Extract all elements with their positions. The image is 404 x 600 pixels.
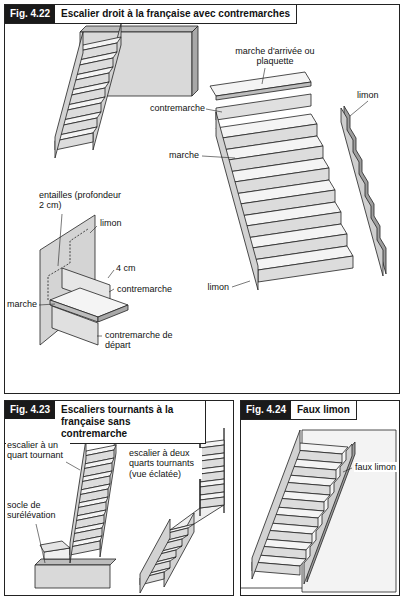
leader-line [350,101,368,116]
leader-line [232,281,250,287]
leader-line [90,226,97,233]
riser [258,256,353,282]
leader-line [58,214,62,266]
limon-board [216,112,258,290]
socle [35,565,110,588]
figure-number: Fig. 4.23 [5,401,55,419]
leader-line [262,68,265,84]
socle-top [35,559,116,565]
part-label: faux limon [354,462,397,472]
leader-lines [36,68,368,563]
landing-top [80,26,198,32]
floor-line [240,588,302,589]
static-parts [35,26,396,592]
winder-tread [40,541,70,552]
leader-line [343,468,352,472]
part-label: limon [356,90,380,100]
figure-panel: Fig. 4.23Escaliers tournants à la frança… [4,400,234,596]
part-label: limon [99,218,123,228]
part-label: marche [6,299,38,309]
part-label: 4 cm [115,263,137,273]
landing-side [192,26,198,96]
part-label: escalier à deux quarts tournants (vue éc… [128,448,202,479]
figure-title: Escaliers tournants à la française sans … [55,401,205,443]
part-label: marche d'arrivée ou plaquette [224,46,326,67]
part-label: contremarche [149,103,206,113]
leader-line [206,109,222,112]
limon-board [140,519,170,593]
leader-line [108,270,114,278]
figure-number: Fig. 4.24 [241,401,291,419]
part-label: contremarche de départ [104,330,186,351]
figure-panel: Fig. 4.24Faux limon [240,400,400,596]
figure-header: Fig. 4.22Escalier droit à la française a… [5,5,297,24]
quarter-landing [170,505,224,530]
leader-line [36,524,45,563]
part-label: limon [206,282,230,292]
tread-side [98,305,128,322]
figure-title: Faux limon [291,401,356,419]
limon-board [70,439,86,563]
leader-line [109,289,114,292]
figure-header: Fig. 4.23Escaliers tournants à la frança… [5,401,206,444]
start-riser [52,306,98,345]
stairs [55,24,386,593]
leader-line [66,462,80,470]
part-label: contremarche [116,284,173,294]
part-label: escalier à un quart tournant [6,440,70,461]
part-label: entailles (profondeur 2 cm) [38,190,125,211]
figure-header: Fig. 4.24Faux limon [241,401,357,420]
leader-line [39,304,55,305]
part-label: socle de surélévation [6,500,70,521]
leader-line [202,156,235,158]
figure-number: Fig. 4.22 [5,5,55,23]
leader-line [97,336,102,337]
limon-board [252,430,300,579]
part-label: marche [168,150,200,160]
riser [200,497,224,508]
riser [252,562,300,575]
limon-board [55,32,83,158]
riser [70,541,100,555]
figure-title: Escalier droit à la française avec contr… [55,5,296,23]
